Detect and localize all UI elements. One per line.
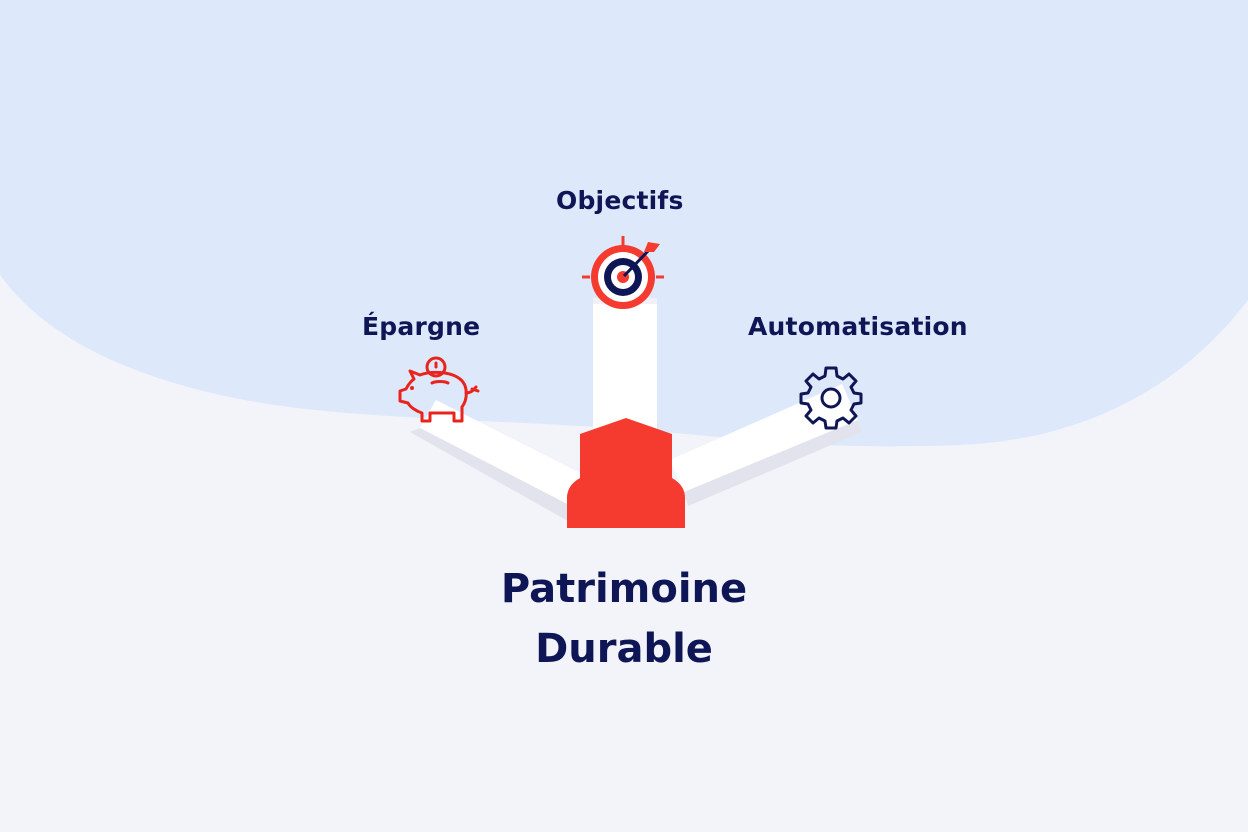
target-icon	[582, 236, 664, 309]
red-house-block	[566, 418, 686, 528]
center-title-line2: Durable	[535, 626, 713, 672]
branch-label-epargne: Épargne	[362, 312, 481, 341]
piggy-bank-icon	[398, 356, 480, 423]
background-blob	[0, 0, 1248, 447]
branch-label-automatisation: Automatisation	[748, 312, 968, 341]
gear-icon	[799, 366, 863, 430]
center-title-line1: Patrimoine	[500, 566, 748, 612]
left-arm	[410, 400, 590, 522]
branch-label-objectifs: Objectifs	[556, 186, 684, 215]
